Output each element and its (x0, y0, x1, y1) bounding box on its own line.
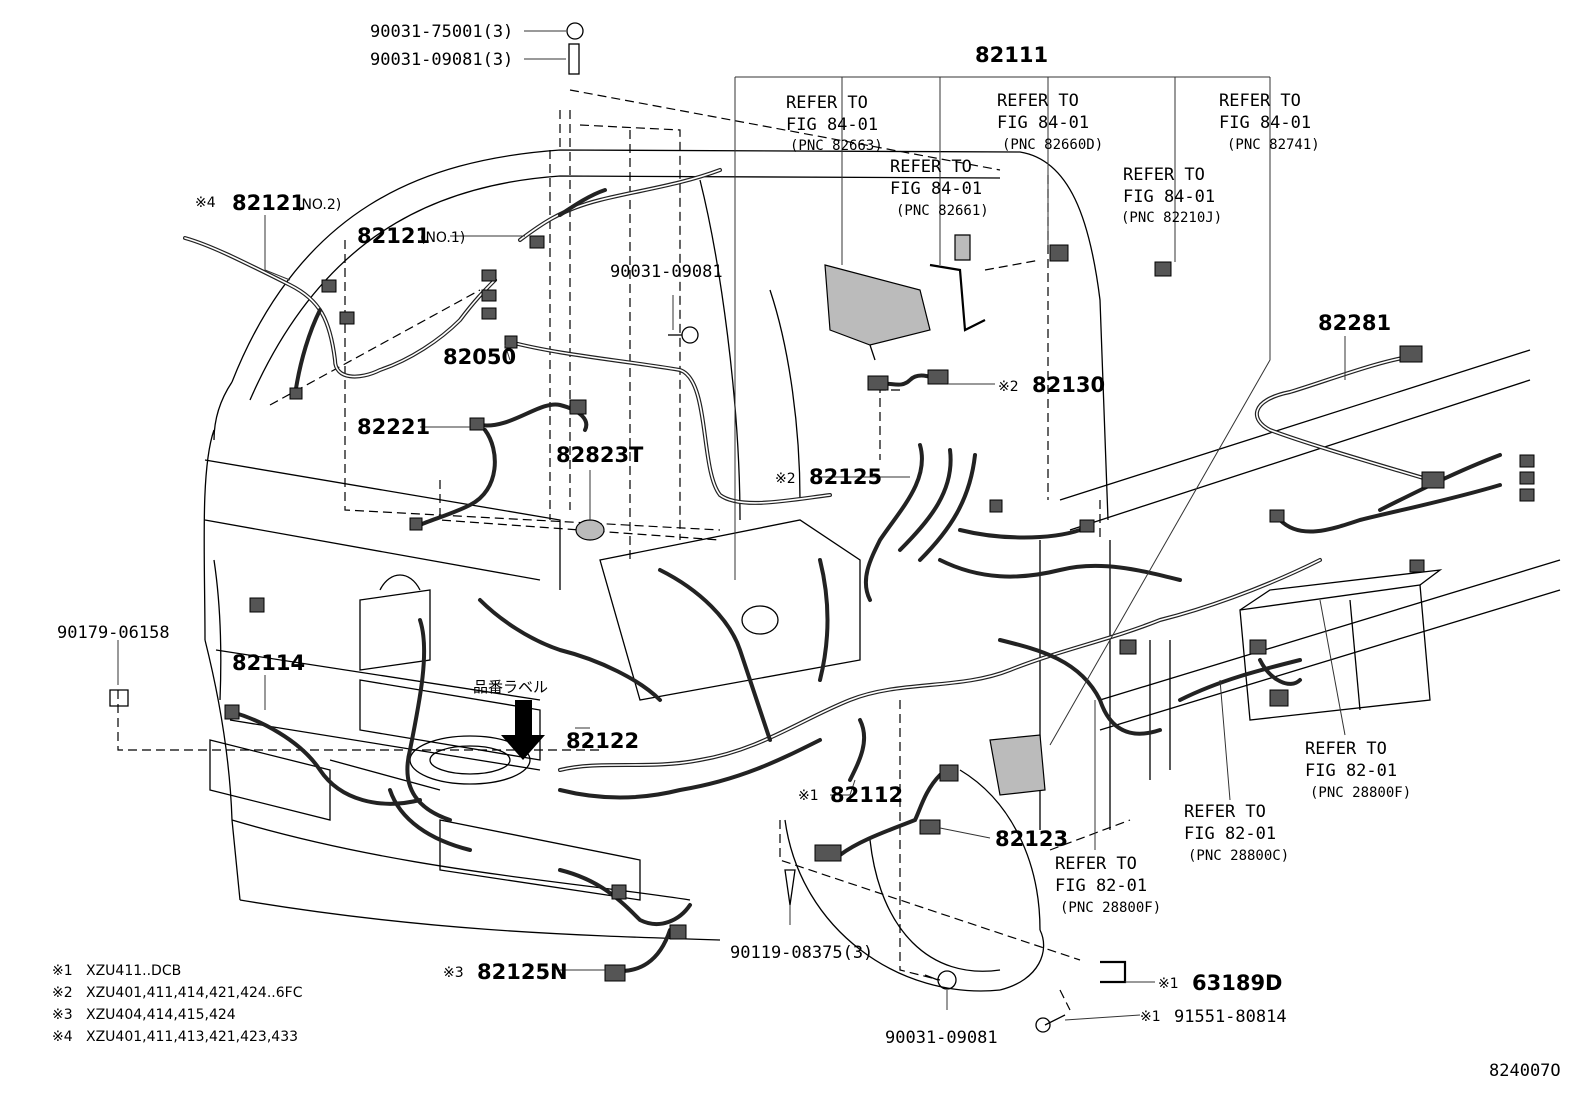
footnote-4: ※4 XZU401,411,413,421,423,433 (52, 1029, 298, 1045)
label-82121-no2: 82121 (232, 191, 305, 215)
leader-lines (117, 30, 1346, 1021)
figure-code: 824007O (1489, 1061, 1561, 1081)
label-82121-no2-suffix: (NO.2) (296, 197, 341, 213)
refer-28800f-right-line1: REFER TO (1305, 739, 1387, 759)
label-82050: 82050 (443, 345, 516, 369)
refer-82210j: REFER TO FIG 84-01 (PNC 82210J) (1121, 165, 1222, 226)
label-90119-08375: 90119-08375(3) (730, 943, 873, 963)
label-part-number-label: 品番ラベル (473, 678, 548, 696)
label-90031-09081-top: 90031-09081(3) (370, 50, 513, 70)
refer-82661-line1: REFER TO (890, 157, 972, 177)
harness-wires (183, 168, 1502, 973)
mark-2-b: ※2 (775, 471, 796, 487)
mark-2-a: ※2 (998, 379, 1019, 395)
mark-1-b: ※1 (1158, 976, 1179, 992)
cab-body-outline (203, 149, 1561, 992)
label-82125: 82125 (809, 465, 882, 489)
dashed-leader-lines (117, 89, 1131, 1011)
refer-28800f-mid-line1: REFER TO (1055, 854, 1137, 874)
refer-28800f-mid-line3: (PNC 28800F) (1060, 900, 1161, 916)
refer-82210j-line2: FIG 84-01 (1123, 187, 1215, 207)
refer-82741-line2: FIG 84-01 (1219, 113, 1311, 133)
connectors (109, 22, 1535, 1033)
label-82281: 82281 (1318, 311, 1391, 335)
footnote-4-text: XZU401,411,413,421,423,433 (86, 1029, 298, 1045)
refer-82661-line2: FIG 84-01 (890, 179, 982, 199)
label-63189d: 63189D (1192, 971, 1283, 995)
refer-28800f-mid: REFER TO FIG 82-01 (PNC 28800F) (1055, 854, 1161, 916)
label-82111: 82111 (975, 43, 1048, 67)
label-90031-09081-mid: 90031-09081 (610, 262, 723, 282)
label-90031-09081-bottom: 90031-09081 (885, 1028, 998, 1048)
refer-28800f-mid-line2: FIG 82-01 (1055, 876, 1147, 896)
label-82221: 82221 (357, 415, 430, 439)
footnote-1-mark: ※1 (52, 963, 73, 979)
refer-82210j-line1: REFER TO (1123, 165, 1205, 185)
footnote-1-text: XZU411..DCB (86, 963, 181, 979)
refer-82741-line3: (PNC 82741) (1227, 137, 1320, 153)
label-82121-no1: 82121 (357, 224, 430, 248)
label-82123: 82123 (995, 827, 1068, 851)
label-82125n: 82125N (477, 960, 568, 984)
footnote-4-mark: ※4 (52, 1029, 73, 1045)
footnote-2-mark: ※2 (52, 985, 73, 1001)
label-82121-no1-suffix: (NO.1) (420, 230, 465, 246)
label-82823t: 82823T (556, 443, 644, 467)
refer-28800c-line3: (PNC 28800C) (1188, 848, 1289, 864)
refer-82741-line1: REFER TO (1219, 91, 1301, 111)
footnote-3-text: XZU404,414,415,424 (86, 1007, 236, 1023)
footnote-1: ※1 XZU411..DCB (52, 963, 181, 979)
label-90031-75001: 90031-75001(3) (370, 22, 513, 42)
part-labels: 90031-75001(3) 90031-09081(3) 82111 ※4 8… (57, 22, 1561, 1081)
label-91551-80814: 91551-80814 (1174, 1007, 1287, 1027)
refer-82663-line1: REFER TO (786, 93, 868, 113)
label-82112: 82112 (830, 783, 903, 807)
footnote-2: ※2 XZU401,411,414,421,424..6FC (52, 985, 303, 1001)
mark-3: ※3 (443, 965, 464, 981)
refer-to-callouts: REFER TO FIG 84-01 (PNC 82663) REFER TO … (786, 91, 1411, 916)
refer-28800c-line2: FIG 82-01 (1184, 824, 1276, 844)
refer-82660d-line2: FIG 84-01 (997, 113, 1089, 133)
refer-28800c-line1: REFER TO (1184, 802, 1266, 822)
refer-28800f-right-line3: (PNC 28800F) (1310, 785, 1411, 801)
refer-82661: REFER TO FIG 84-01 (PNC 82661) (890, 157, 989, 219)
refer-28800f-right: REFER TO FIG 82-01 (PNC 28800F) (1305, 739, 1411, 801)
refer-82660d: REFER TO FIG 84-01 (PNC 82660D) (997, 91, 1103, 153)
label-90179-06158: 90179-06158 (57, 623, 170, 643)
refer-28800f-right-line2: FIG 82-01 (1305, 761, 1397, 781)
label-82122: 82122 (566, 729, 639, 753)
footnote-3: ※3 XZU404,414,415,424 (52, 1007, 236, 1023)
refer-82663-line2: FIG 84-01 (786, 115, 878, 135)
refer-82741: REFER TO FIG 84-01 (PNC 82741) (1219, 91, 1320, 153)
model-footnotes: ※1 XZU411..DCB ※2 XZU401,411,414,421,424… (52, 963, 303, 1045)
mark-4: ※4 (195, 195, 216, 211)
refer-82210j-line3: (PNC 82210J) (1121, 210, 1222, 226)
refer-82660d-line3: (PNC 82660D) (1002, 137, 1103, 153)
mark-1-a: ※1 (798, 788, 819, 804)
refer-82663: REFER TO FIG 84-01 (PNC 82663) (786, 93, 883, 154)
footnote-3-mark: ※3 (52, 1007, 73, 1023)
footnote-2-text: XZU401,411,414,421,424..6FC (86, 985, 303, 1001)
refer-82660d-line1: REFER TO (997, 91, 1079, 111)
label-82130: 82130 (1032, 373, 1105, 397)
refer-82661-line3: (PNC 82661) (896, 203, 989, 219)
refer-82663-line3: (PNC 82663) (790, 138, 883, 154)
mark-1-c: ※1 (1140, 1009, 1161, 1025)
refer-28800c: REFER TO FIG 82-01 (PNC 28800C) (1184, 802, 1289, 864)
label-82114: 82114 (232, 651, 305, 675)
